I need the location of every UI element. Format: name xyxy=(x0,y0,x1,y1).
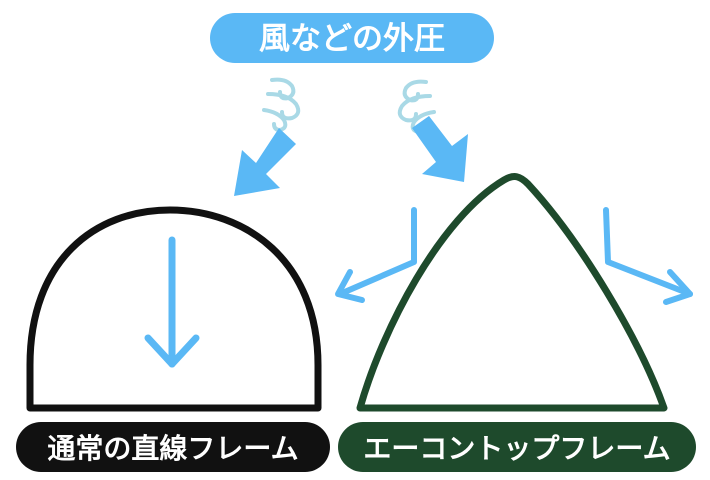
econtop-frame-shape xyxy=(356,173,668,412)
title-badge: 風などの外圧 xyxy=(210,13,494,63)
pressure-arrow-left xyxy=(234,128,296,196)
normal-frame-label: 通常の直線フレーム xyxy=(16,422,330,472)
wind-icon-left xyxy=(262,77,301,132)
deflection-arrow-left xyxy=(335,207,417,303)
normal-frame-label-text: 通常の直線フレーム xyxy=(47,432,298,465)
normal-frame-shape xyxy=(26,206,322,412)
pressure-arrow-right xyxy=(412,116,468,182)
title-text: 風などの外圧 xyxy=(259,21,445,57)
deflection-arrow-right xyxy=(603,207,693,305)
econtop-frame-label-text: エーコントップフレーム xyxy=(363,432,670,465)
downward-force-arrow xyxy=(144,236,200,368)
econtop-frame-label: エーコントップフレーム xyxy=(338,422,696,472)
